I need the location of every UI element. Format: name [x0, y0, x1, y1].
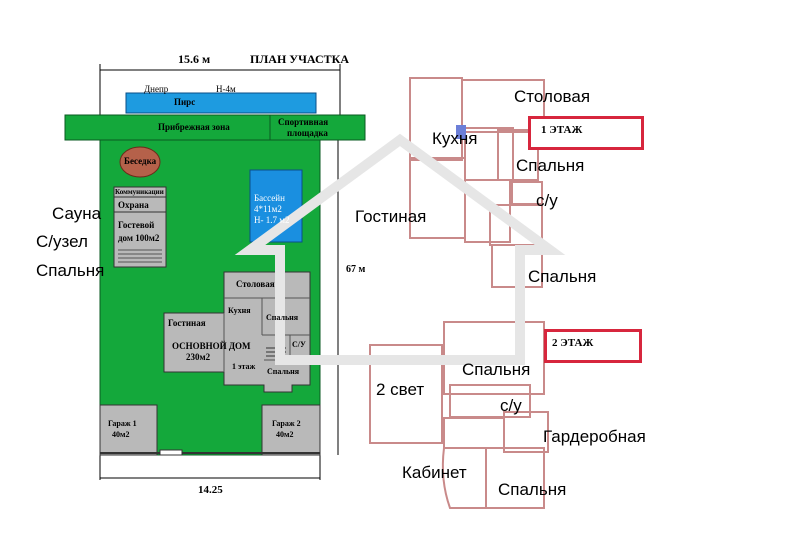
sports-label-2: площадка [287, 128, 328, 138]
pier-label: Пирс [174, 97, 196, 107]
watermark-logo [234, 133, 566, 365]
pool-label-3: Н- 1.7 м2 [254, 215, 290, 225]
house-bedroom-2-label: Спальня [267, 367, 300, 376]
floor1-stair-mark [456, 125, 466, 139]
floor2-tag: 2 ЭТАЖ [552, 337, 594, 349]
garage-2-label-2: 40м2 [276, 430, 294, 439]
house-title-label: ОСНОВНОЙ ДОМ [172, 341, 251, 351]
floor1-tag: 1 ЭТАЖ [541, 124, 583, 136]
security-label: Охрана [118, 200, 149, 210]
shore-label: Прибрежная зона [158, 122, 230, 132]
river-label: Днепр [144, 84, 169, 94]
guest-house-label-1: Гостевой [118, 220, 155, 230]
right-dimension-label: 67 м [346, 264, 366, 275]
shore-zone [64, 114, 366, 141]
floor1-bathroom: с/у [536, 191, 558, 210]
side-label-wc: С/узел [36, 232, 88, 251]
pool-label-1: Бассейн [254, 193, 285, 203]
floor1-tag-box [528, 116, 644, 150]
floor2-void [369, 344, 443, 444]
top-dimension-label: 15.6 м [178, 52, 211, 66]
house-dining-label: Столовая [236, 279, 275, 289]
floor2-bedroom-1: Спальня [462, 360, 531, 379]
floor1-bedroom-1: Спальня [516, 156, 585, 175]
floor2-tag-box [544, 329, 642, 363]
guest-house-label-2: дом 100м2 [118, 233, 160, 243]
side-label-sauna: Сауна [52, 204, 102, 223]
house-floor-label: 1 этаж [232, 362, 256, 371]
house-kitchen-label: Кухня [228, 306, 251, 315]
floor1-dining: Столовая [514, 87, 591, 106]
floor2-bedroom-2: Спальня [498, 480, 567, 499]
house-living-label: Гостиная [168, 318, 206, 328]
sports-label-1: Спортивная [278, 117, 329, 127]
floor2-office: Кабинет [402, 463, 467, 482]
communications-label: Коммуникации [115, 188, 164, 196]
floor2-bathroom: с/у [500, 396, 522, 415]
garage-1-label-1: Гараж 1 [108, 419, 137, 428]
main-house [163, 271, 311, 393]
site-plan-title: ПЛАН УЧАСТКА [250, 52, 349, 66]
gazebo [119, 146, 161, 178]
house-area-label: 230м2 [186, 352, 211, 362]
bottom-dimension-label: 14.25 [198, 484, 223, 496]
garage-2-label-1: Гараж 2 [272, 419, 301, 428]
floor1-kitchen: Кухня [432, 129, 478, 148]
floor2-double-height: 2 свет [376, 380, 425, 399]
house-bedroom-1-label: Спальня [266, 313, 299, 322]
floor1-living: Гостиная [355, 207, 427, 226]
pier-bar [125, 92, 317, 114]
side-label-bedroom: Спальня [36, 261, 105, 280]
house-bathroom-label: С/У [292, 340, 306, 349]
gazebo-label: Беседка [124, 156, 157, 166]
floor2-wardrobe: Гардеробная [543, 427, 646, 446]
pool-label-2: 4*11м2 [254, 204, 282, 214]
garage-1-label-2: 40м2 [112, 430, 130, 439]
river-depth-label: Н-4м [216, 84, 236, 94]
floor1-bedroom-2: Спальня [528, 267, 597, 286]
garage-1 [99, 404, 158, 456]
garage-2 [261, 404, 321, 456]
